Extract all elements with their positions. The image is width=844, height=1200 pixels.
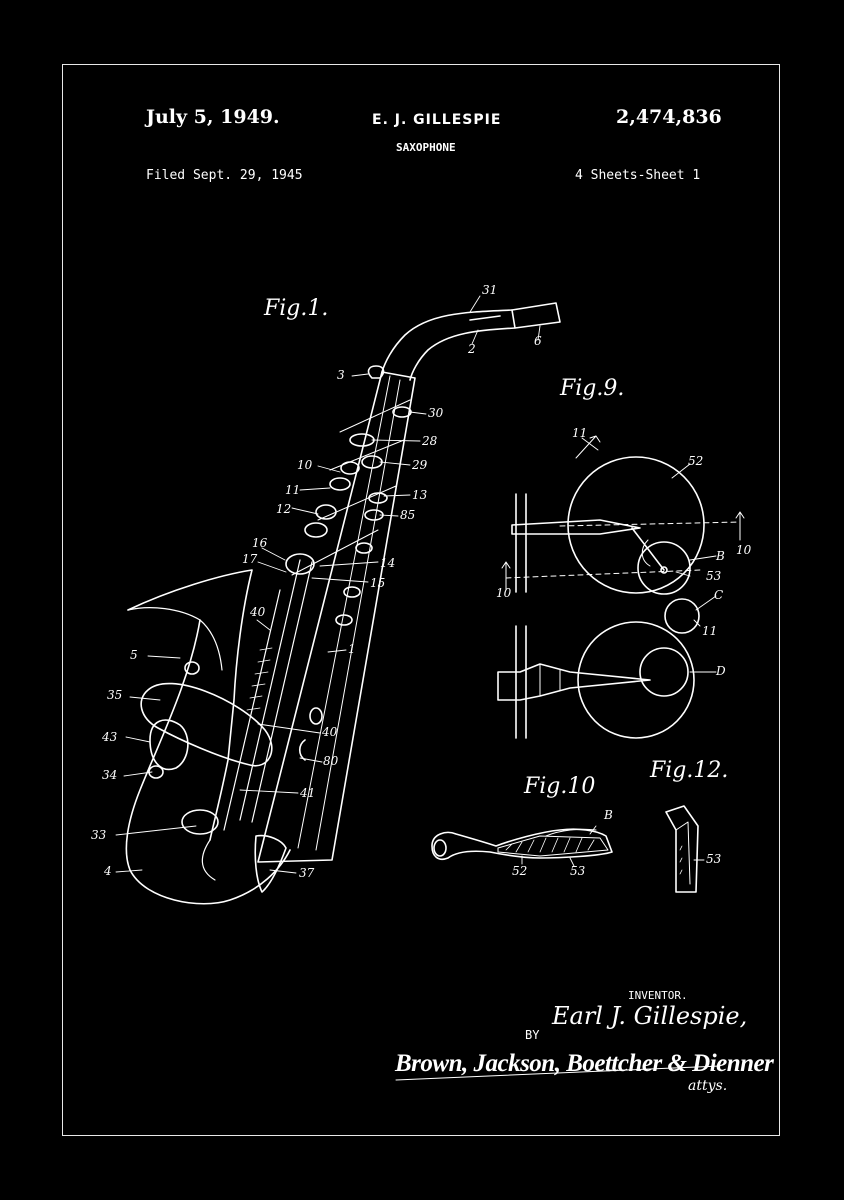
fig9-ref-11-top: 11: [572, 426, 588, 440]
inventor-name: E. J. GILLESPIE: [372, 112, 502, 128]
attys-label: attys.: [688, 1078, 728, 1094]
fig9-ref-52: 52: [688, 454, 704, 468]
saxophone-illustration: [125, 302, 561, 905]
ref-13: 13: [412, 488, 428, 502]
ref-29: 29: [412, 458, 428, 472]
ref-85: 85: [400, 508, 416, 522]
bell-outline: [127, 569, 253, 841]
ref-5: 5: [130, 648, 138, 662]
ref-11: 11: [285, 483, 301, 497]
patent-title: SAXOPHONE: [396, 141, 456, 154]
fig9-ref-d: D: [716, 664, 726, 678]
sheet-count: 4 Sheets-Sheet 1: [575, 168, 701, 183]
filed-date: Filed Sept. 29, 1945: [146, 168, 303, 183]
ref-6: 6: [534, 334, 542, 348]
fig9-lower-post: [515, 625, 527, 739]
patent-date: July 5, 1949.: [146, 106, 280, 128]
fig12-ref-53: 53: [706, 852, 722, 866]
fig9-label: Fig.9.: [560, 376, 625, 401]
fig9-ref-10-right: 10: [736, 543, 752, 557]
ref-31: 31: [482, 283, 498, 297]
fig9-diagram: [497, 435, 745, 739]
ref-14: 14: [380, 556, 396, 570]
ref-15: 15: [370, 576, 386, 590]
fig9-circle-b: [637, 541, 691, 595]
ref-35: 35: [107, 688, 123, 702]
fig9-ref-11-lower: 11: [702, 624, 718, 638]
fig9-lower-arm: [497, 663, 651, 701]
ref-43: 43: [102, 730, 118, 744]
octave-key: [367, 365, 385, 379]
low-key-guard: [254, 834, 287, 893]
bow-guard: [140, 682, 273, 767]
fig10-ref-52: 52: [512, 864, 528, 878]
mouthpiece: [511, 302, 561, 329]
fig9-circle-lower: [577, 621, 695, 739]
poster-frame: [62, 64, 780, 1136]
attorneys-signature: Brown, Jackson, Boettcher & Dienner: [395, 1050, 774, 1077]
fig1-leader-lines: [115, 295, 541, 874]
ref-17: 17: [242, 552, 258, 566]
fig12-diagram: [665, 805, 705, 893]
fig10-diagram: [431, 825, 613, 867]
bell-bow: [125, 619, 291, 905]
fig9-circle-52: [567, 456, 705, 594]
fig9-upper-arm: [511, 519, 641, 535]
inventor-signature: Earl J. Gillespie,: [552, 1002, 748, 1030]
by-label: BY: [525, 1028, 540, 1042]
ref-12: 12: [276, 502, 292, 516]
ref-33: 33: [91, 828, 107, 842]
fig1-label: Fig.1.: [264, 296, 329, 321]
fig9-ref-b: B: [716, 549, 725, 563]
fig10-ref-b: B: [604, 808, 613, 822]
fig12-pad: [665, 805, 699, 893]
inventor-label: INVENTOR.: [628, 989, 688, 1002]
ref-40-lower: 40: [322, 725, 338, 739]
ref-40-upper: 40: [250, 605, 266, 619]
ref-41: 41: [300, 786, 316, 800]
ref-80: 80: [323, 754, 339, 768]
fig9-ref-10-left: 10: [496, 586, 512, 600]
fig9-upper-post: [515, 493, 527, 593]
sax-neck: [381, 309, 516, 381]
signature-flourish: [395, 1065, 721, 1081]
upper-keys: [285, 399, 412, 626]
ref-16: 16: [252, 536, 268, 550]
fig9-circle-d: [639, 647, 689, 697]
fig9-circle-c: [664, 598, 700, 634]
fig9-ref-c: C: [714, 588, 724, 602]
ref-4: 4: [104, 864, 112, 878]
ref-28: 28: [422, 434, 438, 448]
ref-3: 3: [337, 368, 345, 382]
ref-10: 10: [297, 458, 313, 472]
fig10-lever: [431, 828, 613, 861]
ref-30: 30: [428, 406, 444, 420]
fig9-ref-53: 53: [706, 569, 722, 583]
fig10-label: Fig.10: [524, 774, 596, 799]
fig12-label: Fig.12.: [650, 758, 729, 783]
fig10-ref-53: 53: [570, 864, 586, 878]
patent-number: 2,474,836: [616, 106, 722, 128]
ref-34: 34: [102, 768, 118, 782]
key-rods: [223, 559, 313, 831]
ref-2: 2: [468, 342, 476, 356]
sax-body-tube: [257, 371, 416, 863]
ref-1: 1: [348, 642, 356, 656]
ref-37: 37: [299, 866, 315, 880]
